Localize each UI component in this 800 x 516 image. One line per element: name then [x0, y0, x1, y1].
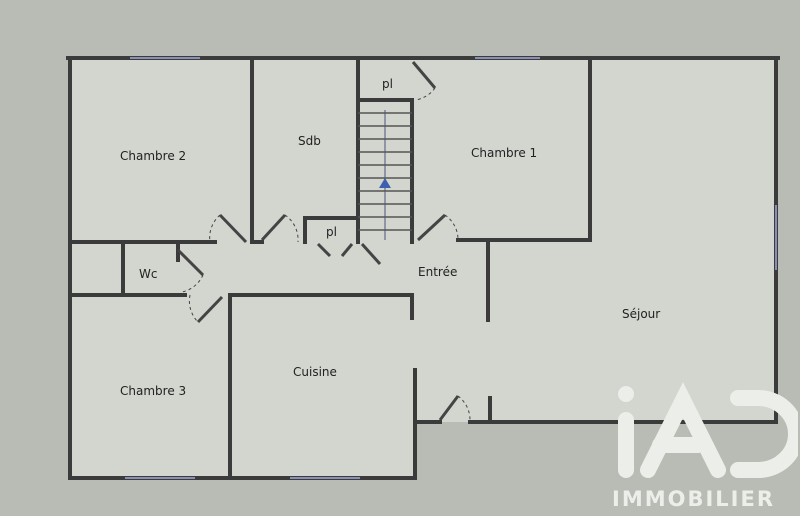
room-label-chambre-1: Chambre 1	[471, 146, 537, 160]
logo-subtitle: IMMOBILIER	[612, 487, 775, 511]
room-label-cuisine: Cuisine	[293, 365, 337, 379]
stair-arrow-icon	[379, 178, 391, 188]
iad-logo	[618, 382, 798, 478]
walls	[66, 56, 780, 480]
doors	[176, 61, 471, 421]
room-label-entree: Entrée	[418, 265, 457, 279]
room-label-chambre-2: Chambre 2	[120, 149, 186, 163]
room-label-wc: Wc	[139, 267, 157, 281]
windows	[125, 57, 777, 479]
room-label-sejour: Séjour	[622, 307, 660, 321]
room-label-chambre-3: Chambre 3	[120, 384, 186, 398]
staircase	[358, 110, 412, 240]
room-label-pl-small: pl	[326, 225, 337, 239]
room-label-pl-top: pl	[382, 77, 393, 91]
room-label-sdb: Sdb	[298, 134, 321, 148]
floor-area	[70, 58, 777, 478]
